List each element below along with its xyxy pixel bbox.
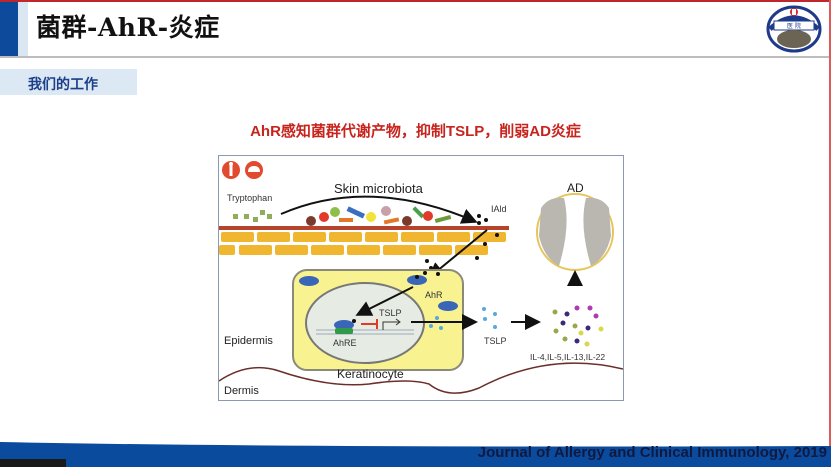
section-tab-label: 我们的工作 [28,76,98,92]
ahr-label: AhR [425,290,443,300]
keratinocyte-label: Keratinocyte [337,367,404,381]
header-divider [0,56,829,58]
footer-band [0,442,831,467]
epidermis-label: Epidermis [224,335,273,347]
svg-text:医 院: 医 院 [787,22,801,30]
slide-subtitle: AhR感知菌群代谢产物，抑制TSLP，削弱AD炎症 [250,123,581,140]
ad-skin-photo [536,193,614,271]
tslp-gene-label: TSLP [379,308,402,318]
iald-label: IAld [491,204,507,214]
mechanism-figure: Tryptophan Skin microbiota IAld [218,155,624,401]
cytokines-label: IL-4,IL-5,IL-13,IL-22 [530,352,605,362]
dermis-label: Dermis [224,385,259,397]
hospital-logo: 医 院 [764,3,824,53]
title-accent-bar [0,2,18,56]
caption-strip [0,459,66,467]
right-border [829,0,831,467]
ahre-label: AhRE [333,338,357,348]
skin-microbiota-label: Skin microbiota [334,181,424,196]
title-accent-bar-light [18,2,28,56]
citation: Journal of Allergy and Clinical Immunolo… [477,444,827,461]
cloud-icon [245,161,263,179]
ad-label: AD [567,181,584,195]
section-tab: 我们的工作 [0,69,137,95]
person-icon [222,161,240,179]
tslp-secreted-label: TSLP [484,336,507,346]
tryptophan-label: Tryptophan [227,193,272,203]
slide-title: 菌群-AhR-炎症 [36,13,220,42]
top-border [0,0,831,2]
